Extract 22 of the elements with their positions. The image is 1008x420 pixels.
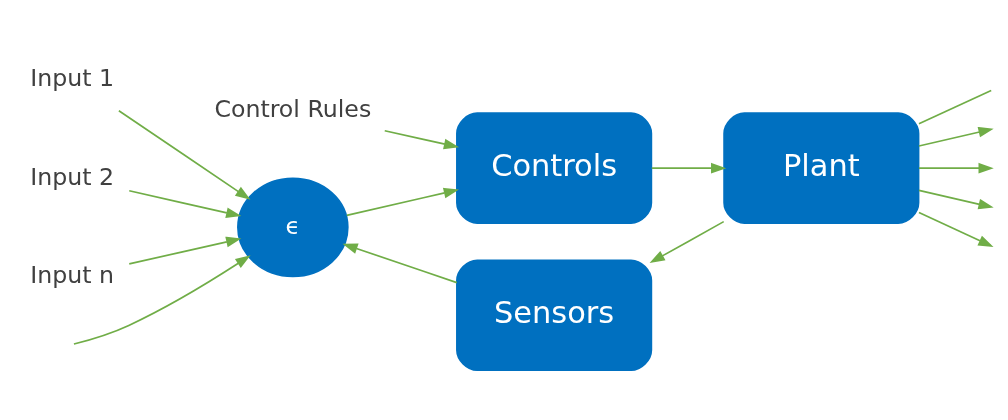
- arrow: [73, 255, 251, 345]
- node-box: Controls: [456, 112, 653, 224]
- arrow: [128, 189, 242, 218]
- arrow: [649, 220, 725, 263]
- arrow: [118, 109, 251, 200]
- arrow: [383, 129, 460, 150]
- arrow: [918, 189, 994, 210]
- node-text: Input n: [30, 260, 115, 289]
- arrow: [128, 236, 242, 265]
- arrow: [918, 162, 994, 174]
- node-box: Sensors: [456, 259, 653, 372]
- arrow: [650, 162, 727, 174]
- arrow: [345, 187, 459, 217]
- arrow: [918, 126, 994, 147]
- node-text: Input 2: [30, 162, 115, 191]
- node-ellipse: ϵ: [237, 177, 349, 278]
- node-text: Input 1: [30, 64, 115, 93]
- node-box: Plant: [723, 112, 920, 224]
- node-text: Control Rules: [214, 94, 372, 123]
- connector: [918, 89, 993, 125]
- arrow: [918, 211, 994, 247]
- arrow: [342, 243, 458, 284]
